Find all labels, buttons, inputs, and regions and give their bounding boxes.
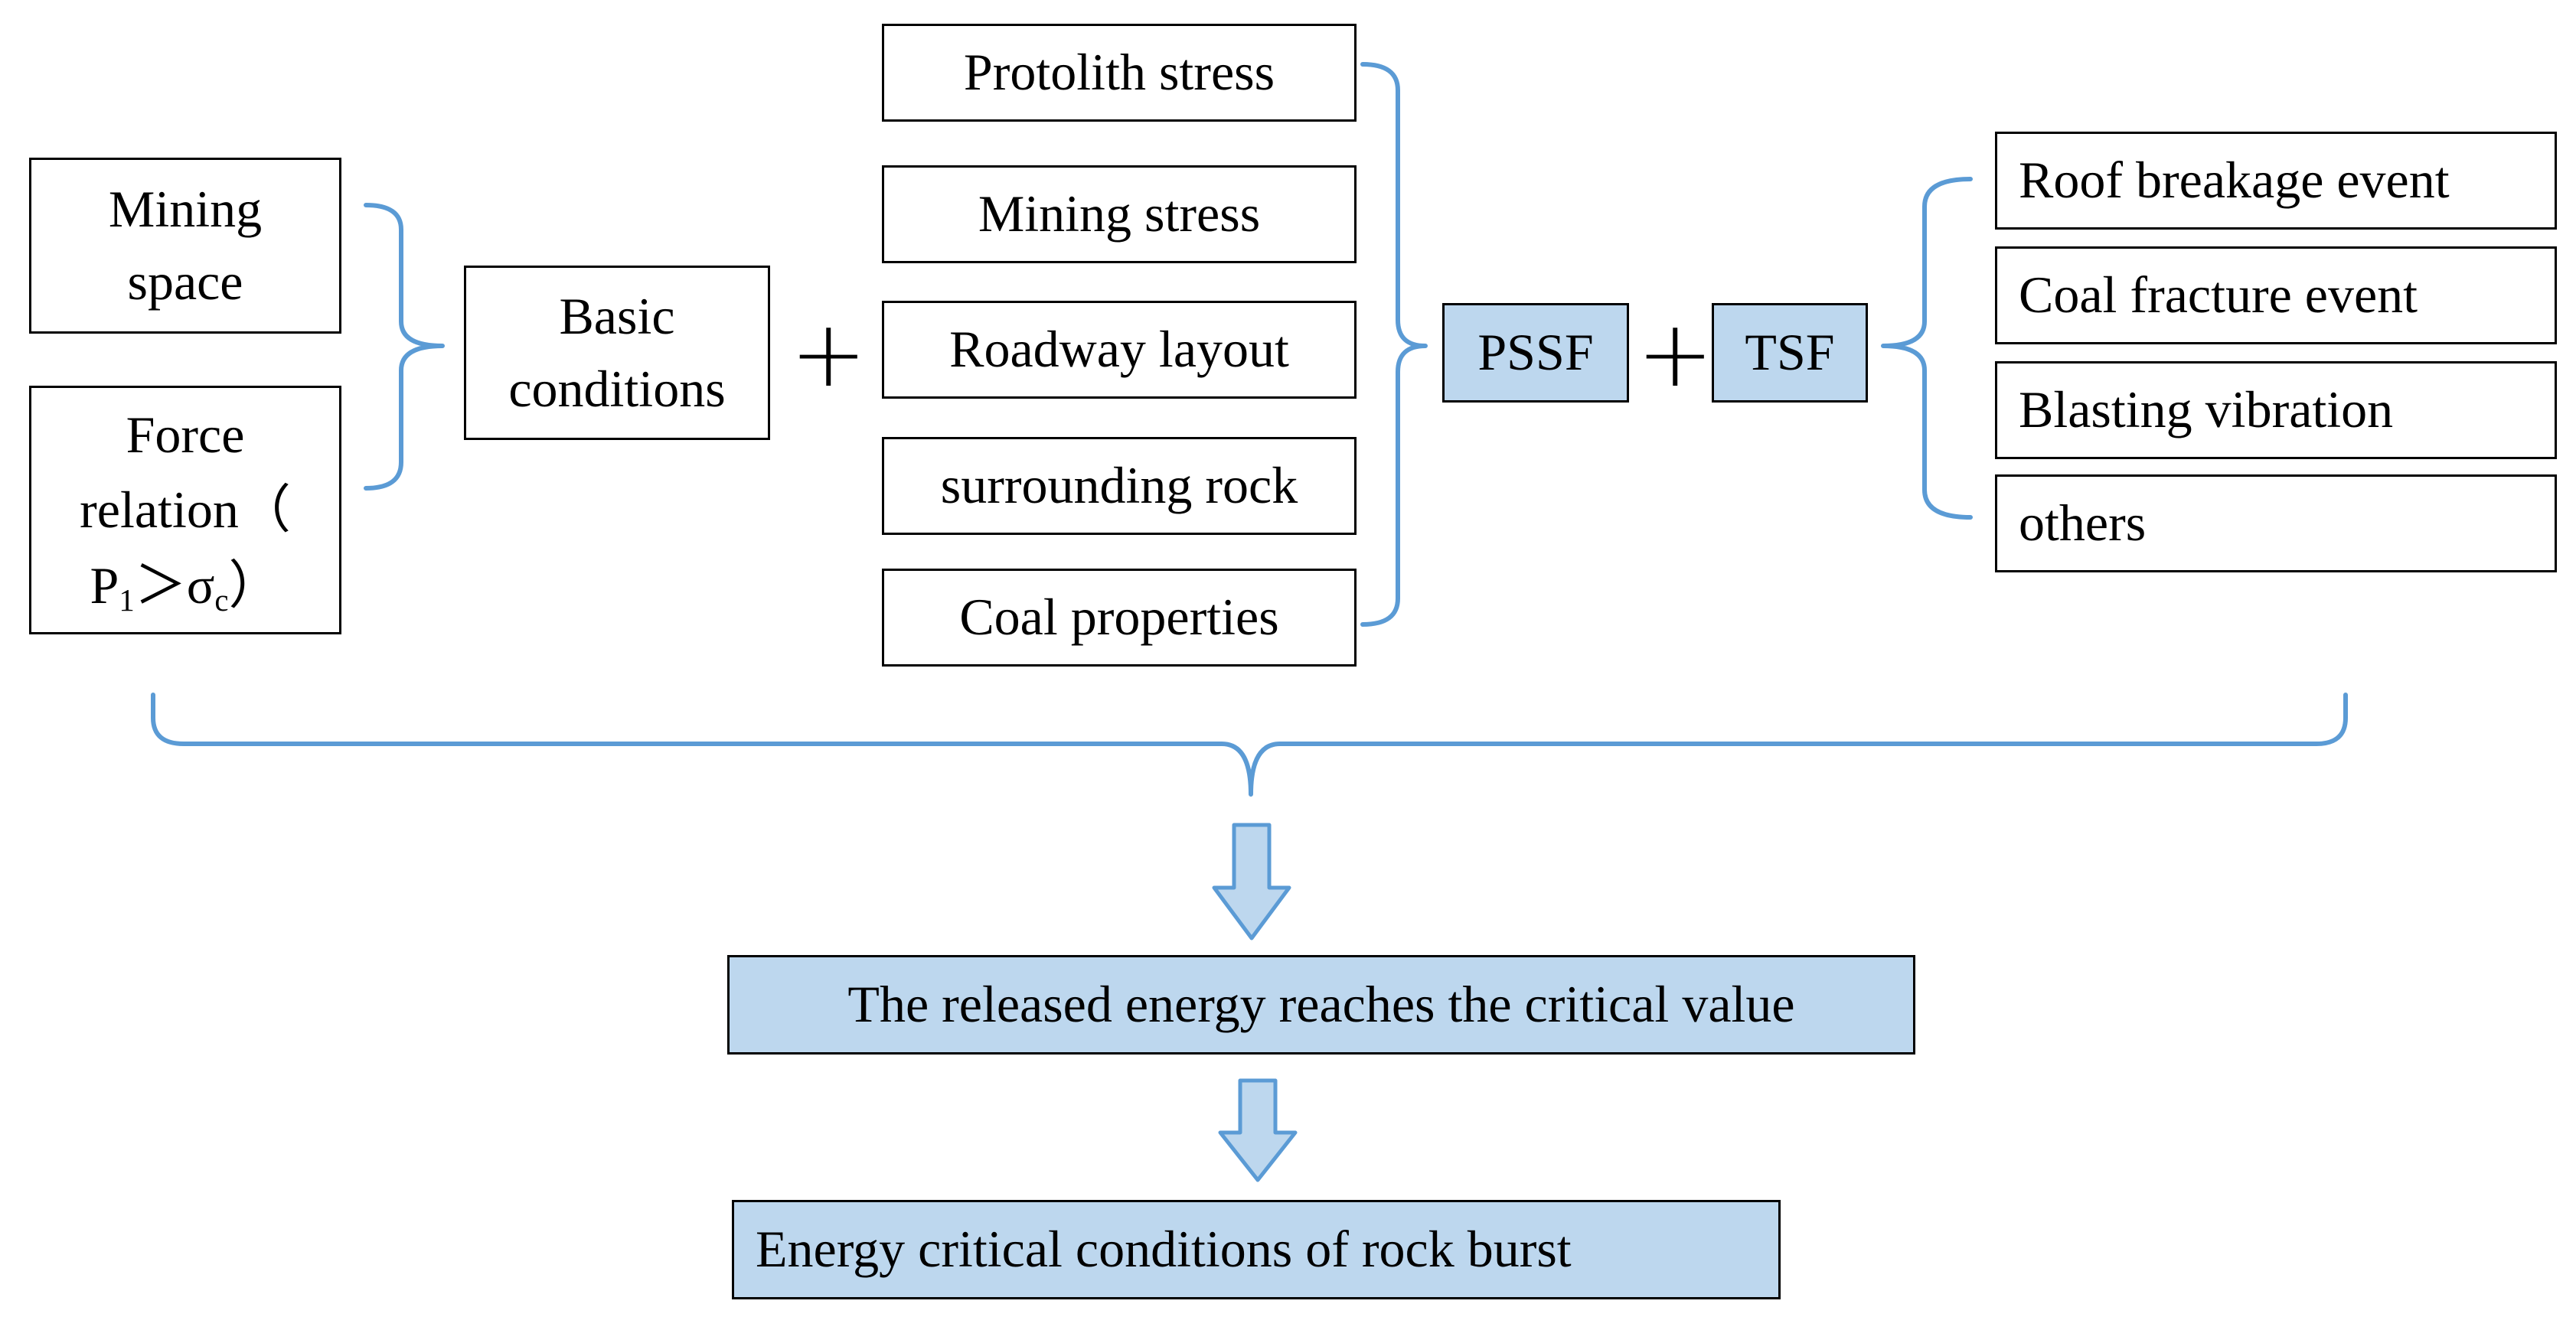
coal-properties-label: Coal properties bbox=[959, 588, 1279, 647]
force-relation-line1: Force bbox=[126, 405, 245, 464]
released-energy-label: The released energy reaches the critical… bbox=[847, 975, 1795, 1034]
force-relation-formula: P1＞σc） bbox=[90, 548, 280, 624]
basic-conditions-line2: conditions bbox=[508, 360, 726, 418]
pssf-box: PSSF bbox=[1442, 303, 1629, 403]
formula-p: P bbox=[90, 556, 119, 614]
others-label: others bbox=[2019, 494, 2147, 553]
plus-operator-1: + bbox=[790, 302, 867, 408]
bottom-brace bbox=[151, 693, 2348, 797]
coal-properties-box: Coal properties bbox=[882, 569, 1357, 667]
roadway-layout-label: Roadway layout bbox=[949, 320, 1289, 379]
mining-space-box: Mining space bbox=[29, 158, 341, 334]
coal-fracture-label: Coal fracture event bbox=[2019, 266, 2418, 324]
plus-operator-2: + bbox=[1637, 302, 1714, 408]
basic-conditions-box: Basic conditions bbox=[464, 266, 770, 440]
protolith-stress-box: Protolith stress bbox=[882, 24, 1357, 122]
force-relation-line2: relation（ bbox=[80, 481, 291, 539]
formula-sigma: σ bbox=[186, 556, 215, 614]
down-arrow-1 bbox=[1212, 823, 1291, 940]
force-relation-box: Force relation（ P1＞σc） bbox=[29, 386, 341, 634]
blasting-vibration-box: Blasting vibration bbox=[1995, 361, 2557, 459]
roof-breakage-label: Roof breakage event bbox=[2019, 151, 2450, 210]
others-box: others bbox=[1995, 474, 2557, 572]
tsf-box: TSF bbox=[1712, 303, 1868, 403]
coal-fracture-box: Coal fracture event bbox=[1995, 246, 2557, 344]
energy-critical-box: Energy critical conditions of rock burst bbox=[732, 1200, 1781, 1299]
mining-stress-box: Mining stress bbox=[882, 165, 1357, 263]
surrounding-rock-label: surrounding rock bbox=[940, 456, 1298, 515]
mining-stress-label: Mining stress bbox=[978, 184, 1261, 243]
formula-gt: ＞ bbox=[134, 556, 187, 614]
blasting-vibration-label: Blasting vibration bbox=[2019, 380, 2394, 439]
trigger-brace bbox=[1881, 177, 1973, 520]
pssf-label: PSSF bbox=[1477, 323, 1594, 382]
tsf-label: TSF bbox=[1745, 323, 1835, 382]
protolith-stress-label: Protolith stress bbox=[963, 43, 1275, 102]
surrounding-rock-box: surrounding rock bbox=[882, 437, 1357, 535]
roof-breakage-box: Roof breakage event bbox=[1995, 132, 2557, 230]
mining-space-label: Mining space bbox=[108, 179, 263, 311]
formula-p-sub: 1 bbox=[119, 582, 135, 618]
roadway-layout-box: Roadway layout bbox=[882, 301, 1357, 399]
left-brace bbox=[364, 203, 445, 491]
released-energy-box: The released energy reaches the critical… bbox=[727, 955, 1915, 1055]
stress-brace bbox=[1360, 62, 1428, 627]
energy-critical-label: Energy critical conditions of rock burst bbox=[756, 1220, 1572, 1279]
formula-sigma-sub: c bbox=[214, 582, 229, 618]
formula-close: ） bbox=[228, 556, 281, 614]
basic-conditions-line1: Basic bbox=[559, 286, 675, 345]
down-arrow-2 bbox=[1218, 1078, 1298, 1182]
